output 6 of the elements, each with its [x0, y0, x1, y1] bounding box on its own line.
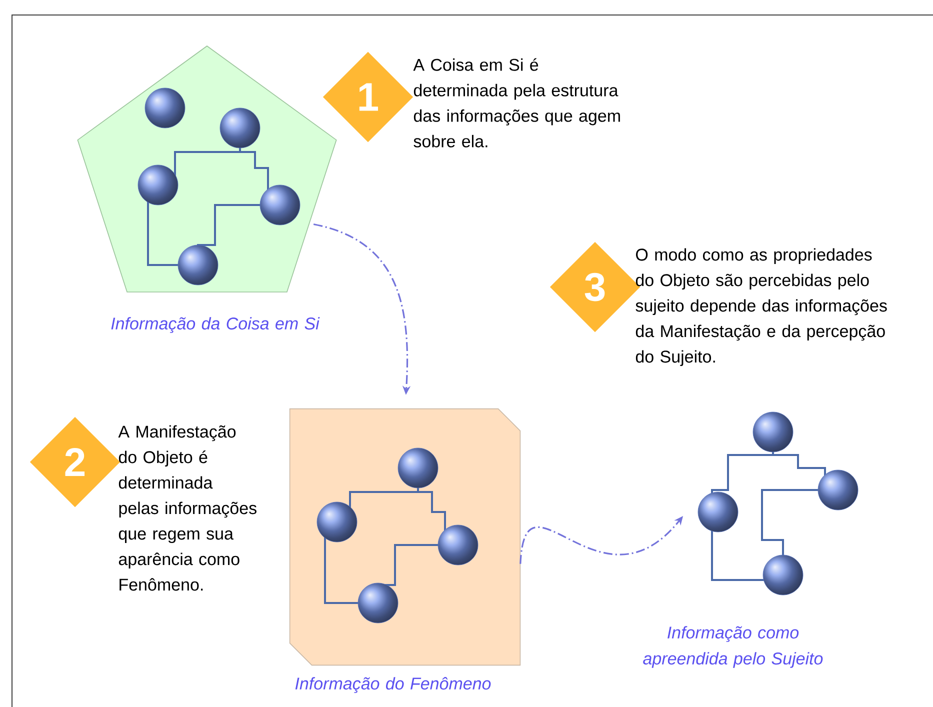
description-text: A Coisa em Si é determinada pela estrutura das informações que agem sobre ela. [413, 58, 620, 148]
node-label: Informação da Coisa em Si [111, 317, 320, 333]
document-shape [289, 408, 521, 666]
node-label: Informação do Fenômeno [295, 677, 491, 693]
node-label: Informação como apreendida pelo Sujeito [643, 626, 823, 668]
network-drawing [698, 412, 858, 596]
